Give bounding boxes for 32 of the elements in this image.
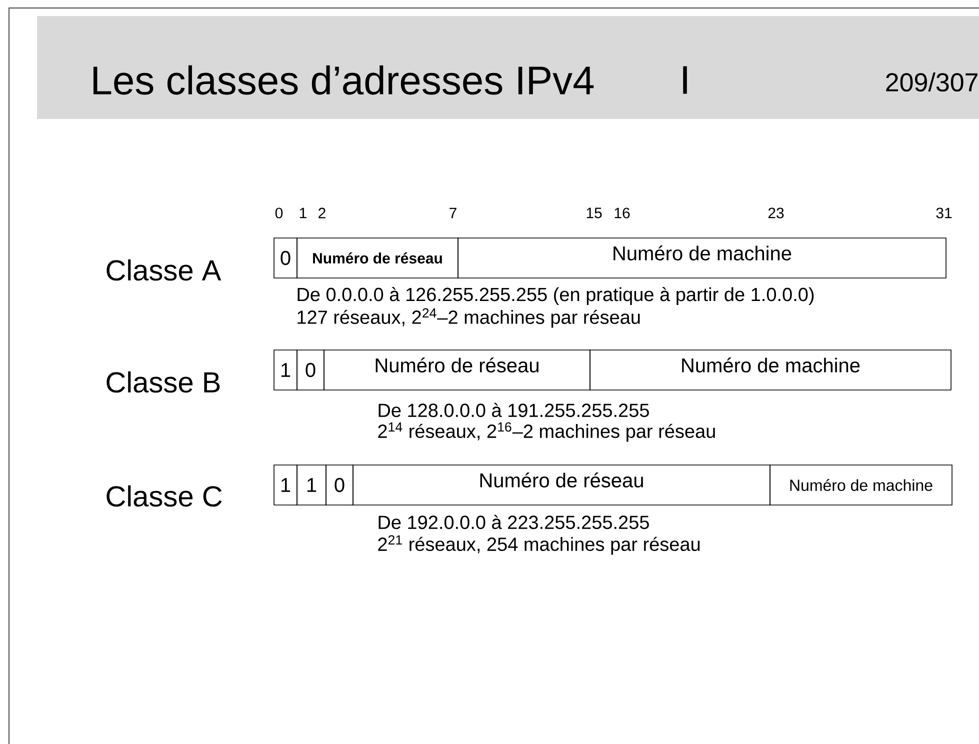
address-range: De 192.0.0.0 à 223.255.255.255 xyxy=(378,514,649,530)
bit-number: 31 xyxy=(936,208,952,218)
bit-field-cell: Numéro de réseau xyxy=(352,464,770,506)
address-range: De 128.0.0.0 à 191.255.255.255 xyxy=(378,402,649,418)
bit-field-cell: Numéro de machine xyxy=(770,464,952,506)
bit-field-cell: Numéro de machine xyxy=(590,350,952,390)
bit-number: 15 xyxy=(586,208,602,218)
bit-field-cell: 1 xyxy=(274,464,298,506)
bit-field-cell: 0 xyxy=(274,238,298,278)
bit-number: 1 xyxy=(300,208,306,218)
bit-field-cell: 1 xyxy=(274,350,298,390)
slide-title: Les classes d’adresses IPv4 xyxy=(93,65,594,95)
address-range: De 0.0.0.0 à 126.255.255.255 (en pratique à partir de 1.0.0.0) xyxy=(298,287,814,305)
bit-field-cell: Numéro de réseau xyxy=(324,350,590,390)
page-number: 209/307 xyxy=(886,72,978,92)
network-count: 127 réseaux, 2$^{24}$–2 machines par réseau xyxy=(298,308,640,328)
class-label: Classe A xyxy=(106,259,222,281)
bit-number: 0 xyxy=(275,208,283,218)
bit-field-cell: 1 xyxy=(296,464,326,506)
network-count: 2$^{21}$ réseaux, 254 machines par réseau xyxy=(378,535,700,555)
bit-number: 2 xyxy=(318,208,326,218)
bit-field-cell: 0 xyxy=(296,350,324,390)
class-label: Classe B xyxy=(106,371,220,393)
bit-number: 7 xyxy=(450,208,456,218)
network-count: 2$^{14}$ réseaux, 2$^{16}$–2 machines par réseau xyxy=(378,422,715,442)
bit-number: 16 xyxy=(614,208,630,218)
bit-number: 23 xyxy=(768,208,784,218)
bit-field-cell: Numéro de réseau xyxy=(296,238,458,278)
bit-field-cell: Numéro de machine xyxy=(458,238,946,278)
class-label: Classe C xyxy=(106,485,222,507)
slide-subtitle: I xyxy=(683,66,687,94)
bit-field-cell: 0 xyxy=(326,464,354,506)
